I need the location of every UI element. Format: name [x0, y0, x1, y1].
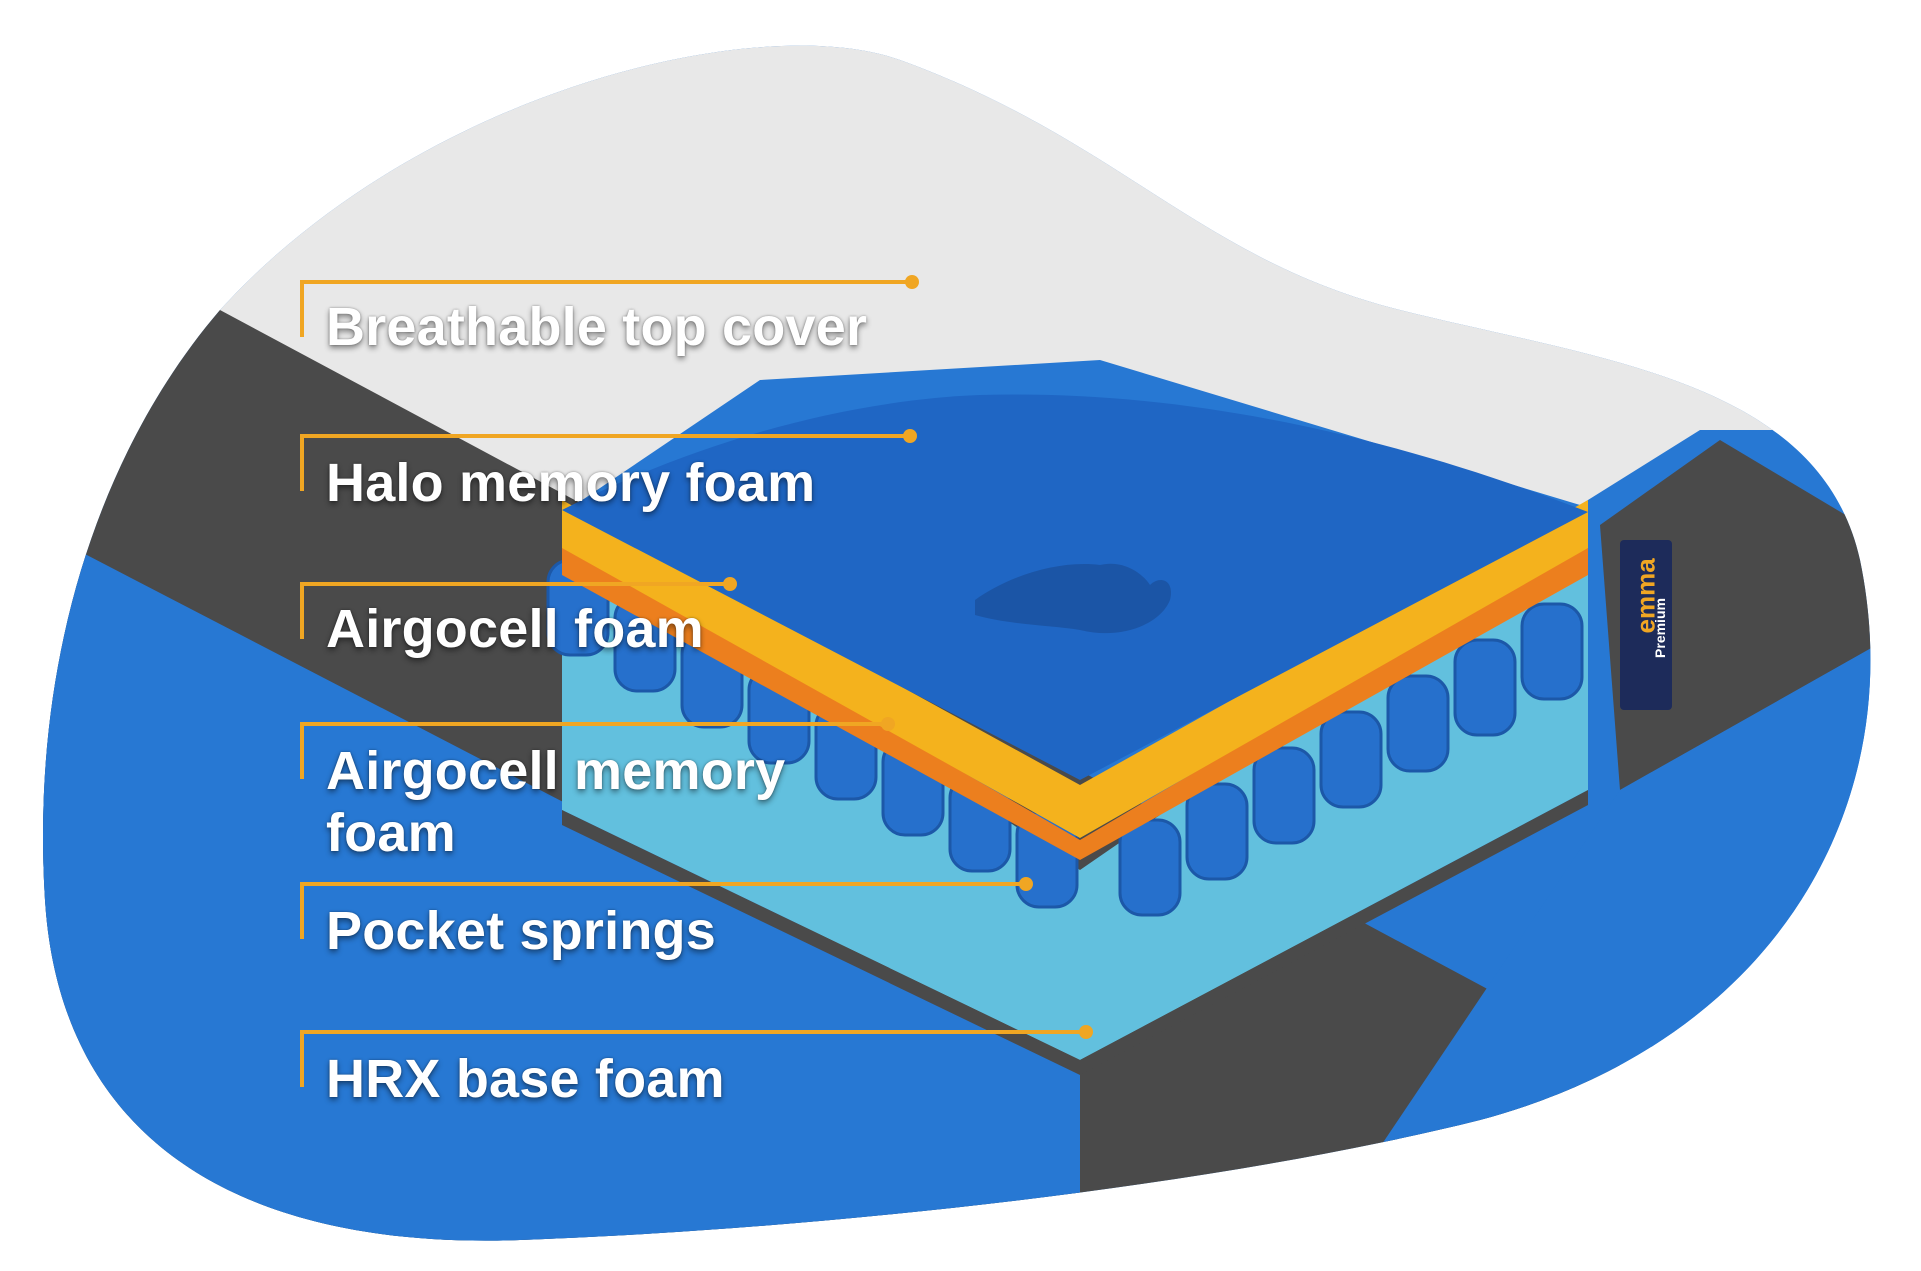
- spring-coil: [1252, 746, 1316, 845]
- leader-lines: [300, 275, 1093, 1087]
- leader-line: [300, 1030, 1086, 1087]
- leader-dot: [905, 275, 919, 289]
- label-pocket-springs: Pocket springs: [326, 901, 716, 961]
- spring-coil: [1185, 782, 1249, 881]
- label-halo-memory-foam: Halo memory foam: [326, 453, 816, 513]
- mattress-side-right: [1600, 440, 1871, 790]
- leader-line: [300, 434, 910, 491]
- hrx-base-foam-layer: [562, 520, 1588, 1060]
- label-airgocell-memory-foam: Airgocell memory foam: [326, 741, 786, 863]
- brand-line: Premium: [1652, 598, 1668, 658]
- label-breathable-top-cover: Breathable top cover: [326, 297, 868, 357]
- spring-coil: [1386, 674, 1450, 773]
- leader-line: [300, 722, 888, 779]
- hand-print-icon: [975, 563, 1171, 634]
- spring-coil: [1118, 818, 1182, 917]
- brand-tag: [1620, 540, 1672, 710]
- leader-line: [300, 280, 912, 337]
- leader-dot: [1019, 877, 1033, 891]
- leader-dot: [903, 429, 917, 443]
- spring-coil: [1319, 710, 1383, 809]
- leader-dot: [1079, 1025, 1093, 1039]
- spring-coil: [1453, 638, 1517, 737]
- leader-dot: [723, 577, 737, 591]
- leader-dot: [881, 717, 895, 731]
- spring-coil: [1520, 602, 1584, 701]
- leader-line: [300, 882, 1026, 939]
- label-hrx-base-foam: HRX base foam: [326, 1049, 725, 1109]
- blob-lower-left: [42, 510, 1080, 1241]
- leader-line: [300, 582, 730, 639]
- label-airgocell-foam: Airgocell foam: [326, 599, 704, 659]
